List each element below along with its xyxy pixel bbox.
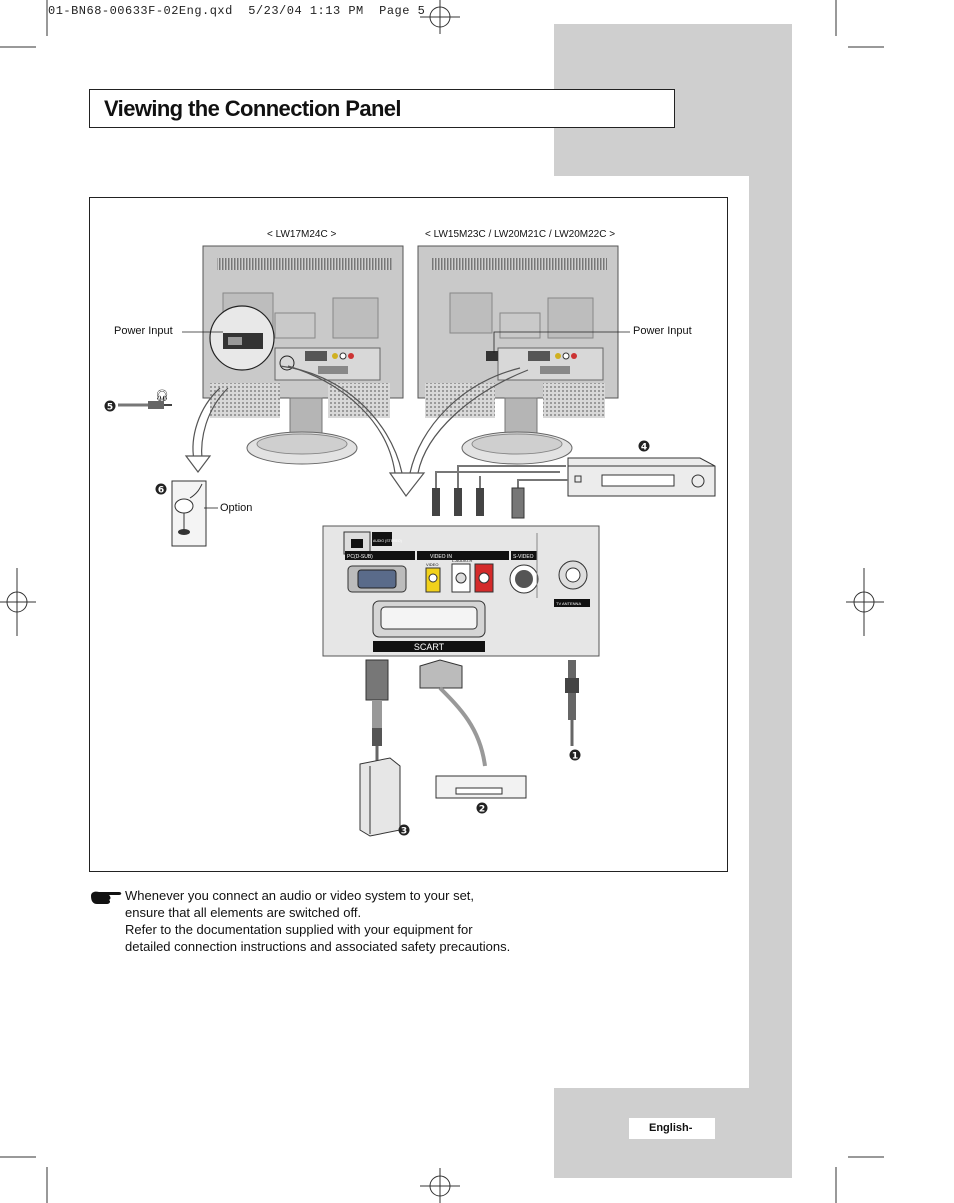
note-line: Whenever you connect an audio or video s…	[125, 888, 475, 903]
note-line: Refer to the documentation supplied with…	[125, 922, 473, 937]
badge-6: 6	[158, 486, 164, 496]
title-box: Viewing the Connection Panel	[89, 89, 675, 128]
dvd-player	[435, 775, 527, 799]
option-stand	[171, 480, 218, 547]
number-badges: 1 2 3 4 5 6	[104, 400, 650, 837]
power-input-label-right: Power Input	[633, 325, 692, 337]
option-label: Option	[220, 502, 253, 514]
connection-diagram: 🎧︎	[104, 245, 716, 837]
note-text: Whenever you connect an audio or video s…	[125, 887, 510, 955]
connection-panel	[322, 525, 600, 657]
model-label-right: < LW15M23C / LW20M21C / LW20M22C >	[425, 229, 616, 240]
rca-cables	[432, 465, 568, 519]
badge-1: 1	[572, 752, 578, 762]
vcr-device	[567, 457, 716, 497]
badge-4: 4	[641, 443, 647, 453]
badge-3: 3	[401, 827, 407, 837]
footer-language-box	[629, 1118, 715, 1139]
model-label-left: < LW17M24C >	[267, 229, 337, 240]
badge-5: 5	[107, 403, 113, 413]
svg-text:🎧︎: 🎧︎	[155, 389, 169, 402]
label-tv-antenna: TV ANTENNA	[556, 601, 581, 606]
label-s-video: S-VIDEO	[513, 554, 534, 560]
monitor-left-back	[202, 245, 404, 465]
lower-cables	[365, 659, 579, 767]
label-audio-stereo: AUDIO (STEREO)	[373, 539, 402, 543]
pointing-hand-icon	[91, 891, 122, 904]
label-pc-dsub: PC(D-SUB)	[347, 554, 373, 560]
print-slug-line: 01-BN68-00633F-02Eng.qxd 5/23/04 1:13 PM…	[48, 4, 426, 18]
label-scart: SCART	[414, 642, 445, 652]
badge-2: 2	[479, 805, 485, 815]
note-line: detailed connection instructions and ass…	[125, 939, 511, 954]
note-line: ensure that all elements are switched of…	[125, 905, 362, 920]
label-video: VIDEO	[426, 562, 438, 567]
monitor-right-back	[417, 245, 619, 465]
zoom-arrows	[184, 365, 529, 498]
headphone-cable: 🎧︎	[118, 389, 172, 409]
pc-tower	[359, 757, 401, 837]
power-input-label-left: Power Input	[114, 325, 173, 337]
leader-lines	[182, 331, 630, 353]
footer-language: English-	[649, 1122, 693, 1134]
label-audio: L-AUDIO-R	[452, 558, 473, 563]
connection-figure: 🎧︎	[89, 197, 728, 872]
page-title: Viewing the Connection Panel	[104, 96, 402, 121]
label-video-in: VIDEO IN	[430, 554, 452, 560]
